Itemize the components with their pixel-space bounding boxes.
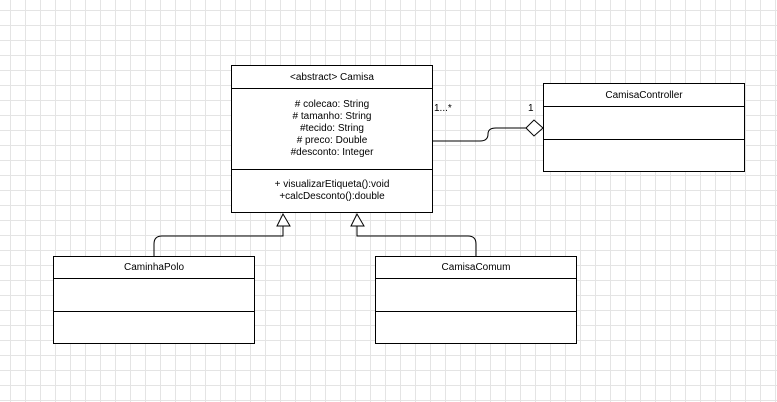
class-polo-name: CaminhaPolo: [123, 262, 185, 273]
class-caminha-polo[interactable]: CaminhaPolo: [53, 256, 255, 344]
class-camisa-name: <abstract> Camisa: [290, 71, 374, 83]
class-camisa-comum[interactable]: CamisaComum: [375, 256, 577, 344]
generalization-arrow-comum: [350, 212, 365, 227]
class-camisa[interactable]: <abstract> Camisa # colecao: String # ta…: [231, 65, 433, 213]
aggregation-diamond: [525, 119, 544, 137]
method: +calcDesconto():double: [279, 191, 385, 202]
generalization-line-comum[interactable]: [356, 226, 477, 256]
attribute: # preco: Double: [296, 135, 368, 146]
attribute: #tecido: String: [300, 123, 364, 134]
attribute: #desconto: Integer: [290, 147, 374, 158]
class-comum-methods: [376, 311, 576, 343]
multiplicity-controller: 1: [528, 103, 534, 114]
class-camisa-controller[interactable]: CamisaController: [543, 83, 745, 172]
class-camisa-attributes: # colecao: String # tamanho: String #tec…: [232, 88, 432, 169]
generalization-arrow-polo: [276, 212, 291, 227]
class-controller-attributes: [544, 106, 744, 139]
class-controller-name: CamisaController: [605, 89, 683, 101]
method: + visualizarEtiqueta():void: [274, 179, 390, 190]
class-comum-attributes: [376, 278, 576, 311]
class-comum-name: CamisaComum: [441, 262, 511, 273]
multiplicity-camisa: 1...*: [434, 103, 452, 114]
class-polo-attributes: [54, 278, 254, 311]
association-line[interactable]: [432, 127, 526, 142]
class-polo-methods: [54, 311, 254, 343]
class-controller-methods: [544, 139, 744, 171]
class-camisa-methods: + visualizarEtiqueta():void +calcDescont…: [232, 169, 432, 212]
attribute: # tamanho: String: [292, 111, 372, 122]
generalization-line-polo[interactable]: [153, 226, 284, 256]
attribute: # colecao: String: [294, 99, 370, 110]
